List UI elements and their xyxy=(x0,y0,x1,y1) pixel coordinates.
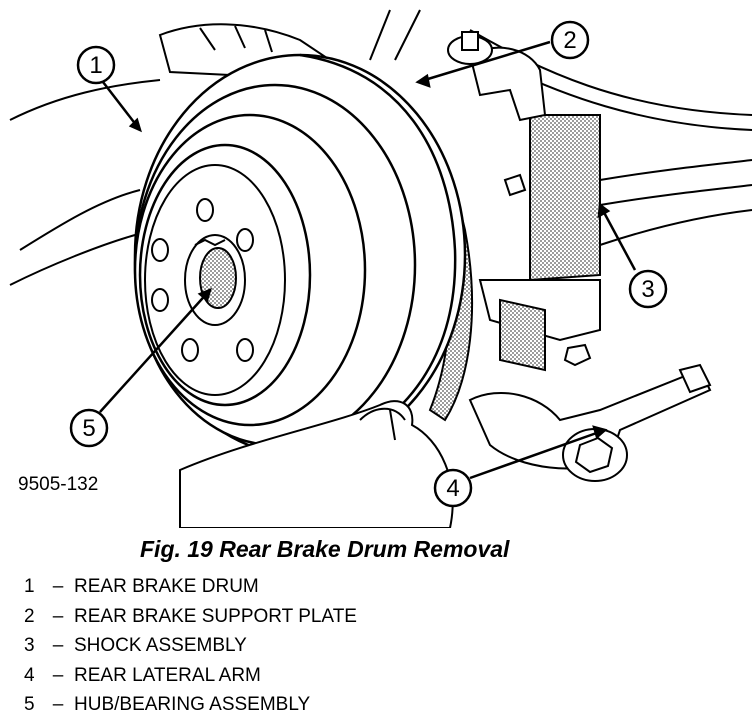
leader-lines xyxy=(99,40,637,480)
legend-number: 2 xyxy=(24,605,35,627)
legend-separator: – xyxy=(52,576,64,597)
svg-text:5: 5 xyxy=(82,415,95,442)
lug-hole xyxy=(151,238,169,262)
legend-number: 3 xyxy=(24,635,35,656)
legend-label: SHOCK ASSEMBLY xyxy=(74,635,247,656)
legend-item: 5–HUB/BEARING ASSEMBLY xyxy=(24,690,357,720)
legend-label: REAR BRAKE DRUM xyxy=(74,576,259,597)
legend-item: 1–REAR BRAKE DRUM xyxy=(24,572,357,602)
svg-text:4: 4 xyxy=(446,475,459,502)
legend-separator: – xyxy=(52,694,64,715)
brake-drum-illustration: 1 2 3 4 5 9505-132 xyxy=(9,9,752,528)
lug-hole xyxy=(181,338,199,362)
svg-text:3: 3 xyxy=(641,276,654,303)
shock-assembly xyxy=(447,31,601,372)
hub-bearing xyxy=(184,234,246,326)
legend-separator: – xyxy=(52,605,64,627)
legend-label: REAR BRAKE SUPPORT PLATE xyxy=(74,605,357,627)
callout-5: 5 xyxy=(69,408,109,448)
legend-number: 5 xyxy=(24,694,35,715)
svg-text:2: 2 xyxy=(563,27,576,54)
legend-item: 3–SHOCK ASSEMBLY xyxy=(24,631,357,661)
lug-hole xyxy=(236,338,254,362)
legend-label: REAR LATERAL ARM xyxy=(74,664,261,686)
legend-number: 4 xyxy=(24,664,35,686)
legend-label: HUB/BEARING ASSEMBLY xyxy=(74,694,311,715)
legend-separator: – xyxy=(52,664,64,686)
figure-caption: Fig. 19 Rear Brake Drum Removal xyxy=(140,536,510,562)
lug-hole xyxy=(236,228,254,252)
callout-3: 3 xyxy=(628,269,668,309)
figure-id: 9505-132 xyxy=(18,474,98,495)
callout-2: 2 xyxy=(550,20,590,60)
lug-hole xyxy=(151,288,169,312)
svg-text:1: 1 xyxy=(89,52,102,79)
callout-1: 1 xyxy=(76,45,116,85)
legend-number: 1 xyxy=(24,576,35,597)
lug-hole xyxy=(196,198,214,222)
legend-item: 2–REAR BRAKE SUPPORT PLATE xyxy=(24,602,357,632)
legend-list: 1–REAR BRAKE DRUM 2–REAR BRAKE SUPPORT P… xyxy=(24,572,357,720)
legend-item: 4–REAR LATERAL ARM xyxy=(24,661,357,691)
legend-separator: – xyxy=(52,635,64,656)
callout-4: 4 xyxy=(433,468,473,508)
lateral-arm xyxy=(468,363,712,482)
